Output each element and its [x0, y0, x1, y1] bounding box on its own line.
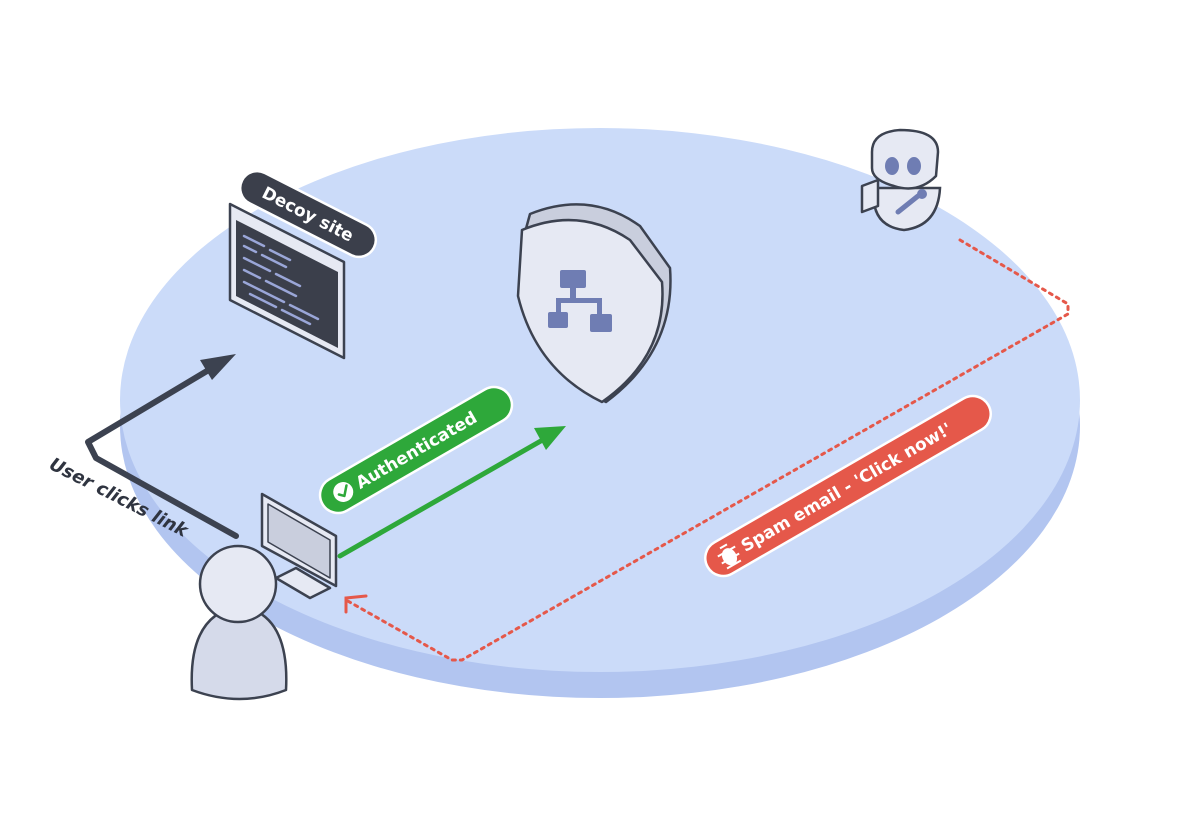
- decoy-site-window: [228, 202, 346, 360]
- browser-window-icon: [242, 234, 320, 326]
- bug-icon: [717, 543, 742, 570]
- computer-monitor-icon: [260, 492, 338, 600]
- check-circle-icon: [333, 482, 354, 502]
- authenticated-arrow: [337, 426, 566, 559]
- user-icon: [190, 544, 288, 701]
- user-clicks-link-arrow: [85, 354, 239, 539]
- spam-email-path: [344, 238, 1070, 662]
- shield-network-icon: [516, 203, 672, 404]
- robot-attacker-icon: [860, 128, 942, 232]
- spam-email-arrowhead: [344, 594, 368, 614]
